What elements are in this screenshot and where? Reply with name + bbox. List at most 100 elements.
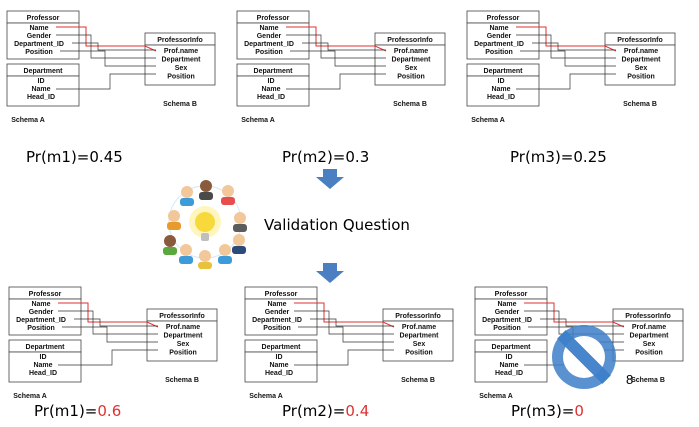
professor-table-header: Professor — [265, 291, 298, 298]
department-field: Name — [31, 86, 50, 93]
professorinfo-field: Department — [392, 57, 432, 64]
professorinfo-table-header: ProfessorInfo — [159, 313, 205, 320]
schema-b-label: Schema B — [393, 101, 427, 108]
professorinfo-table-header: ProfessorInfo — [387, 37, 433, 44]
professor-field: Department_ID — [14, 41, 64, 48]
department-table-header: Department — [24, 68, 64, 75]
probability-label: Pr(m3)=0.25 — [510, 148, 607, 166]
department-table-header: Department — [492, 344, 532, 351]
person-icon — [221, 185, 235, 205]
professor-field: Position — [493, 325, 521, 332]
professorinfo-field: Sex — [177, 341, 190, 348]
probability-label: Pr(m3)=0 — [511, 402, 584, 420]
person-icon — [180, 186, 194, 206]
down-arrow-bottom — [316, 263, 344, 283]
schema-a-label: Schema A — [11, 117, 45, 124]
department-field: Name — [261, 86, 280, 93]
probability-prefix: Pr(m1)= — [34, 402, 97, 420]
person-icon — [218, 244, 232, 264]
professorinfo-field: Prof.name — [632, 324, 666, 331]
department-field: Head_ID — [257, 94, 285, 101]
professor-field: Department_ID — [16, 317, 66, 324]
person-icon — [232, 234, 246, 254]
professor-field: Gender — [257, 33, 282, 40]
department-field: Head_ID — [495, 370, 523, 377]
professorinfo-table-header: ProfessorInfo — [395, 313, 441, 320]
probability-label: Pr(m1)=0.45 — [26, 148, 123, 166]
professor-field: Gender — [487, 33, 512, 40]
professorinfo-field: Position — [169, 350, 197, 357]
professor-field: Name — [29, 25, 48, 32]
person-icon — [199, 180, 213, 200]
professorinfo-field: Sex — [413, 341, 426, 348]
professorinfo-field: Position — [627, 74, 655, 81]
department-table-header: Department — [254, 68, 294, 75]
professorinfo-field: Department — [164, 333, 204, 340]
professor-field: Department_ID — [252, 317, 302, 324]
person-icon — [163, 235, 177, 255]
professor-field: Name — [259, 25, 278, 32]
department-field: ID — [38, 78, 45, 85]
professorinfo-field: Sex — [405, 65, 418, 72]
professor-field: Gender — [495, 309, 520, 316]
probability-label: Pr(m2)=0.4 — [282, 402, 369, 420]
schema-mapping-diagram: ProfessorNameGenderDepartment_IDPosition… — [8, 286, 218, 400]
no-sign-icon — [552, 325, 616, 389]
professor-table-header: Professor — [29, 291, 62, 298]
professorinfo-table-header: ProfessorInfo — [625, 313, 671, 320]
professor-field: Gender — [27, 33, 52, 40]
schema-mapping-diagram: ProfessorNameGenderDepartment_IDPosition… — [6, 10, 216, 124]
professorinfo-field: Position — [405, 350, 433, 357]
professor-table-header: Professor — [27, 15, 60, 22]
professor-field: Name — [497, 301, 516, 308]
professor-field: Gender — [265, 309, 290, 316]
schema-a-label: Schema A — [479, 393, 513, 400]
person-icon — [233, 212, 247, 232]
professorinfo-field: Prof.name — [394, 48, 428, 55]
professor-field: Name — [489, 25, 508, 32]
professorinfo-field: Department — [162, 57, 202, 64]
professorinfo-field: Sex — [175, 65, 188, 72]
department-table-header: Department — [484, 68, 524, 75]
professor-field: Department_ID — [482, 317, 532, 324]
probability-value: 0 — [574, 402, 584, 420]
department-field: Head_ID — [29, 370, 57, 377]
bottom-row: ProfessorNameGenderDepartment_IDPosition… — [8, 286, 684, 420]
top-row: ProfessorNameGenderDepartment_IDPosition… — [6, 10, 676, 166]
professorinfo-field: Prof.name — [624, 48, 658, 55]
schema-mapping-diagram: ProfessorNameGenderDepartment_IDPosition… — [236, 10, 446, 124]
professorinfo-table-header: ProfessorInfo — [617, 37, 663, 44]
professorinfo-field: Position — [397, 74, 425, 81]
professorinfo-field: Position — [635, 350, 663, 357]
department-field: ID — [498, 78, 505, 85]
department-field: Head_ID — [27, 94, 55, 101]
professor-field: Position — [27, 325, 55, 332]
professor-table-header: Professor — [495, 291, 528, 298]
professor-field: Gender — [29, 309, 54, 316]
person-icon — [198, 250, 212, 269]
department-field: ID — [276, 354, 283, 361]
schema-mapping-diagram: ProfessorNameGenderDepartment_IDPosition… — [474, 286, 684, 400]
schema-a-label: Schema A — [13, 393, 47, 400]
professor-field: Position — [485, 49, 513, 56]
professor-field: Position — [263, 325, 291, 332]
probability-label: Pr(m1)=0.6 — [34, 402, 121, 420]
professorinfo-field: Sex — [643, 341, 656, 348]
professorinfo-field: Sex — [635, 65, 648, 72]
department-field: Name — [499, 362, 518, 369]
professorinfo-field: Prof.name — [166, 324, 200, 331]
professor-field: Position — [255, 49, 283, 56]
probability-label: Pr(m2)=0.3 — [282, 148, 369, 166]
department-field: Name — [33, 362, 52, 369]
probability-prefix: Pr(m3)= — [511, 402, 574, 420]
schema-mapping-diagram: ProfessorNameGenderDepartment_IDPosition… — [466, 10, 676, 124]
validation-question-label: Validation Question — [264, 216, 410, 234]
professorinfo-field: Prof.name — [164, 48, 198, 55]
probability-prefix: Pr(m2)= — [282, 402, 345, 420]
badge-number: 8 — [626, 372, 633, 387]
crowd-illustration — [163, 180, 247, 269]
department-table-header: Department — [26, 344, 66, 351]
probability-value: 0.4 — [345, 402, 369, 420]
person-icon — [167, 210, 181, 230]
